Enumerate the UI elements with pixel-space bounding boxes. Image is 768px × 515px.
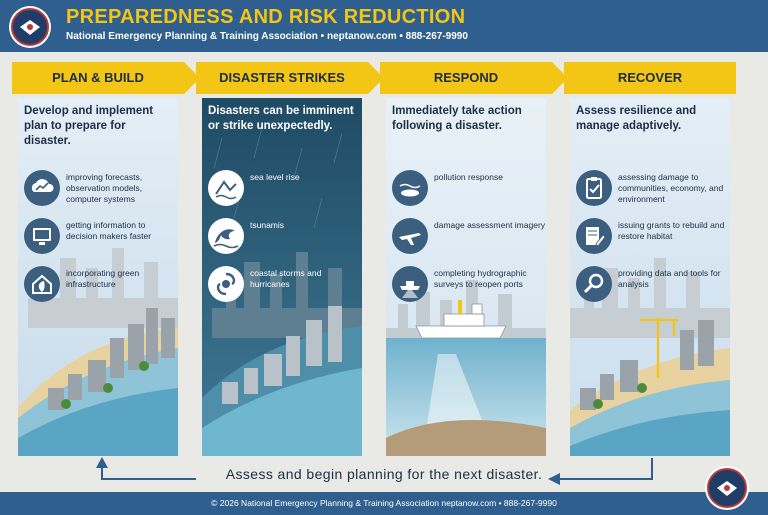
footer-text: © 2026 National Emergency Planning & Tra…: [211, 498, 557, 508]
panel-header: [564, 62, 736, 94]
airplane-icon: [392, 218, 428, 254]
panel-heading: Develop and implement plan to prepare fo…: [24, 105, 154, 147]
survey-ship-illustration: [386, 98, 546, 456]
disaster-item-tsunami: tsunamis: [208, 218, 362, 258]
page-title: PREPAREDNESS AND RISK REDUCTION: [66, 6, 466, 28]
header-subtitle: National Emergency Planning & Training A…: [66, 31, 468, 42]
recover-item-grants: issuing grants to rebuild and restore ha…: [576, 218, 730, 258]
hurricane-icon: [208, 266, 244, 302]
panel-body: Immediately take action following a disa…: [386, 98, 546, 456]
item-text: sea level rise: [250, 172, 300, 182]
survey-ship-icon: [392, 266, 428, 302]
storm-city-illustration: [202, 98, 362, 456]
footer-bar: © 2026 National Emergency Planning & Tra…: [0, 492, 768, 515]
item-text: providing data and tools for analysis: [618, 268, 721, 289]
coastal-city-illustration: [18, 98, 178, 456]
panel-plan-build: PLAN & BUILD Develop and impleme: [12, 62, 184, 456]
plan-item-forecasts: improving forecasts, observation models,…: [24, 170, 178, 210]
item-text: getting information to decision makers f…: [66, 220, 152, 241]
panel-label: RECOVER: [617, 70, 683, 85]
panel-header: [196, 62, 368, 94]
item-text: issuing grants to rebuild and restore ha…: [618, 220, 725, 241]
nepta-logo: [9, 6, 51, 48]
panel-body: Assess resilience and manage adaptively.…: [570, 98, 730, 456]
monitor-icon: [24, 218, 60, 254]
sea-level-rise-icon: [208, 170, 244, 206]
cycle-arrow: [96, 457, 653, 485]
header-bar: PREPAREDNESS AND RISK REDUCTION National…: [0, 0, 768, 52]
recover-item-tools: providing data and tools for analysis: [576, 266, 730, 306]
nepta-logo: [705, 466, 749, 510]
recover-item-assessing: assessing damage to communities, economy…: [576, 170, 730, 210]
panel-label: DISASTER STRIKES: [219, 70, 345, 85]
item-text: improving forecasts, observation models,…: [66, 172, 143, 204]
panel-header: [380, 62, 552, 94]
plan-item-green: incorporating green infrastructure: [24, 266, 178, 306]
panel-label: PLAN & BUILD: [52, 70, 144, 85]
tsunami-wave-icon: [208, 218, 244, 254]
clipboard-check-icon: [576, 170, 612, 206]
oil-spill-icon: [392, 170, 428, 206]
item-text: damage assessment imagery: [434, 220, 546, 230]
item-text: tsunamis: [250, 220, 285, 230]
disaster-item-hurricane: coastal storms and hurricanes: [208, 266, 362, 306]
chevron-right-icon: [368, 62, 384, 94]
cycle-caption: Assess and begin planning for the next d…: [225, 466, 543, 482]
survey-ship: [415, 300, 507, 339]
respond-item-imagery: damage assessment imagery: [392, 218, 546, 258]
item-text: coastal storms and hurricanes: [250, 268, 322, 289]
disaster-item-sea-level: sea level rise: [208, 170, 362, 210]
panel-heading: Assess resilience and manage adaptively.: [576, 105, 697, 132]
panel-header: [12, 62, 184, 94]
panel-disaster-strikes: DISASTER STRIKES Disasters can be immin: [196, 62, 368, 456]
item-text: completing hydrographic surveys to reope…: [434, 268, 527, 289]
respond-item-hydrographic: completing hydrographic surveys to reope…: [392, 266, 546, 306]
document-pen-icon: [576, 218, 612, 254]
panel-recover: RECOVER Assess resilience and mana: [564, 62, 736, 456]
chevron-right-icon: [184, 62, 200, 94]
magnifier-icon: [576, 266, 612, 302]
construction-crane: [640, 318, 678, 378]
respond-item-pollution: pollution response: [392, 170, 546, 210]
panel-body: Disasters can be imminent or strike unex…: [202, 98, 362, 456]
panel-body: Develop and implement plan to prepare fo…: [18, 98, 178, 456]
panel-label: RESPOND: [433, 70, 499, 85]
green-house-icon: [24, 266, 60, 302]
chevron-right-icon: [552, 62, 568, 94]
plan-item-information: getting information to decision makers f…: [24, 218, 178, 258]
panel-heading: Disasters can be imminent or strike unex…: [208, 105, 354, 132]
panel-heading: Immediately take action following a disa…: [392, 105, 522, 132]
item-text: assessing damage to communities, economy…: [618, 172, 724, 204]
item-text: pollution response: [434, 172, 503, 182]
item-text: incorporating green infrastructure: [66, 268, 140, 289]
cloud-chart-icon: [24, 170, 60, 206]
panel-respond: RESPOND Immediately take a: [380, 62, 552, 456]
